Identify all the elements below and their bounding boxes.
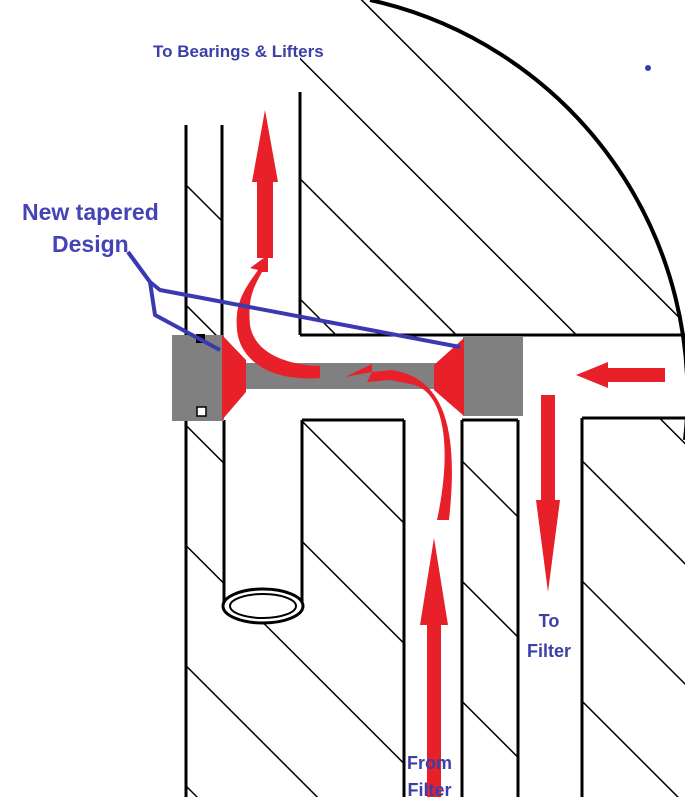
from-filter-line2: Filter — [407, 780, 452, 800]
design-label-line1: New tapered — [22, 199, 159, 225]
stray-dot — [645, 65, 651, 71]
to-filter-line1: To — [538, 611, 560, 631]
arrow-down-to-filter — [536, 395, 560, 592]
arrow-curved-to-top — [236, 255, 320, 379]
arrow-left-inlet — [576, 362, 665, 388]
flow-arrows — [236, 110, 665, 797]
arrow-up-from-filter — [420, 538, 448, 797]
from-filter-label: From Filter — [407, 750, 452, 804]
design-label-line2: Design — [52, 231, 129, 257]
to-bearings-label: To Bearings & Lifters — [153, 42, 324, 61]
tapered-seats — [222, 335, 464, 420]
arrow-curved-bypass — [345, 364, 452, 520]
pipe-outlet — [221, 540, 305, 625]
from-filter-line1: From — [407, 753, 452, 773]
new-tapered-design-label: New tapered Design — [22, 196, 159, 260]
to-filter-line2: Filter — [527, 641, 572, 661]
to-filter-label: To Filter — [527, 606, 571, 666]
design-pointer-lines — [126, 250, 461, 352]
arrow-up-to-bearings — [252, 110, 278, 258]
housing-outer-boundary — [369, 0, 685, 440]
